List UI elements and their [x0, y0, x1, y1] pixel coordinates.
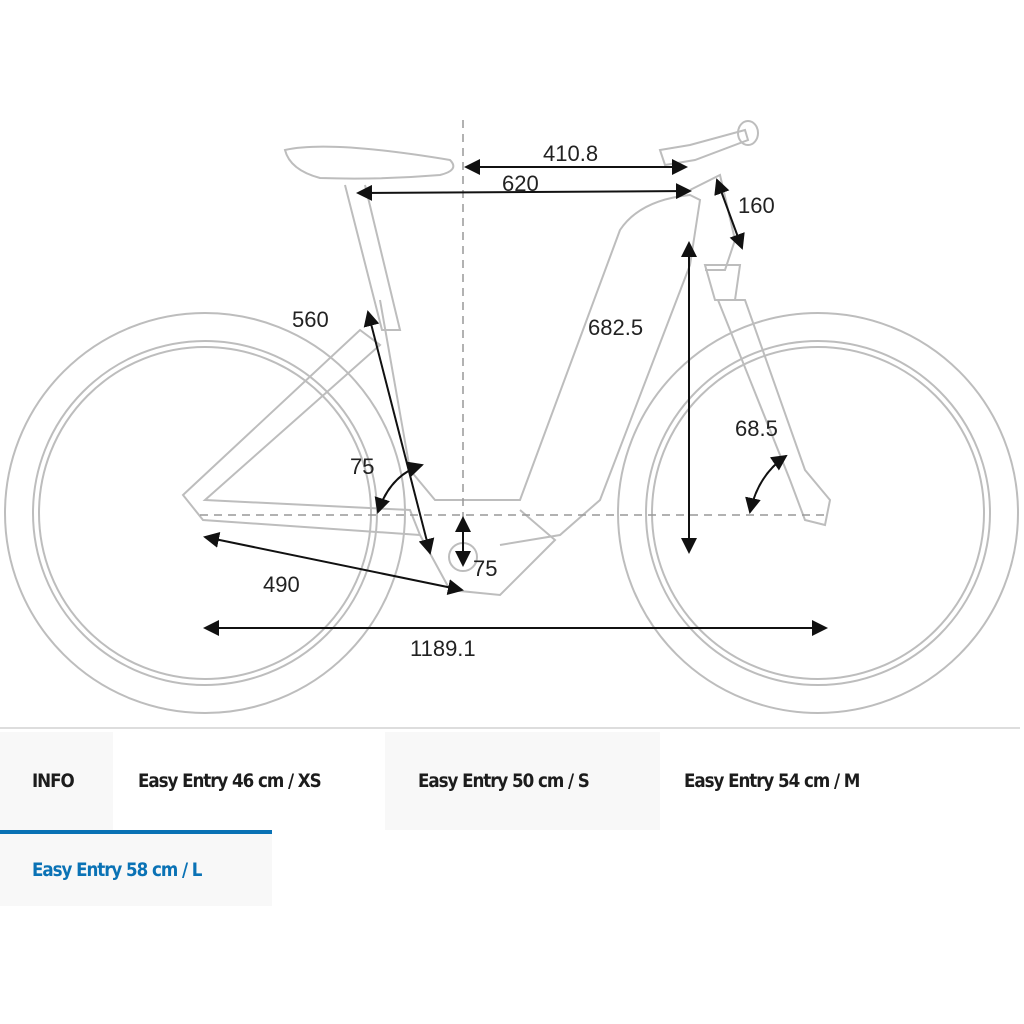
tab-label: Easy Entry 58 cm / L	[32, 859, 202, 881]
tab-50-s[interactable]: Easy Entry 50 cm / S	[385, 732, 660, 830]
wheelbase-label: 1189.1	[410, 636, 476, 661]
tab-label: INFO	[32, 770, 75, 792]
tab-label: Easy Entry 54 cm / M	[684, 770, 860, 792]
tab-label: Easy Entry 46 cm / XS	[138, 770, 322, 792]
bike-geometry-diagram: 410.8 620 160 560 682.5 75 68.5 75 490 1…	[4, 120, 1019, 714]
bike-frame	[4, 120, 1019, 714]
tab-label: Easy Entry 50 cm / S	[418, 770, 590, 792]
reach-label: 410.8	[543, 141, 598, 166]
dimension-arrows	[203, 159, 828, 636]
rear-wheel	[4, 312, 406, 714]
tab-46-xs[interactable]: Easy Entry 46 cm / XS	[113, 732, 385, 830]
divider	[0, 727, 1020, 729]
bb-drop-label: 75	[473, 556, 497, 581]
top-tube-label: 620	[502, 171, 539, 196]
tab-info[interactable]: INFO	[0, 732, 113, 830]
chainstay-label: 490	[263, 572, 300, 597]
front-wheel	[617, 312, 1019, 714]
seat-tube-label: 560	[292, 307, 329, 332]
head-tube-label: 160	[738, 193, 775, 218]
stack-label: 682.5	[588, 315, 643, 340]
tab-58-l[interactable]: Easy Entry 58 cm / L	[0, 830, 272, 906]
tab-54-m[interactable]: Easy Entry 54 cm / M	[660, 732, 960, 830]
head-angle-label: 68.5	[735, 416, 778, 441]
seat-angle-label: 75	[350, 454, 374, 479]
